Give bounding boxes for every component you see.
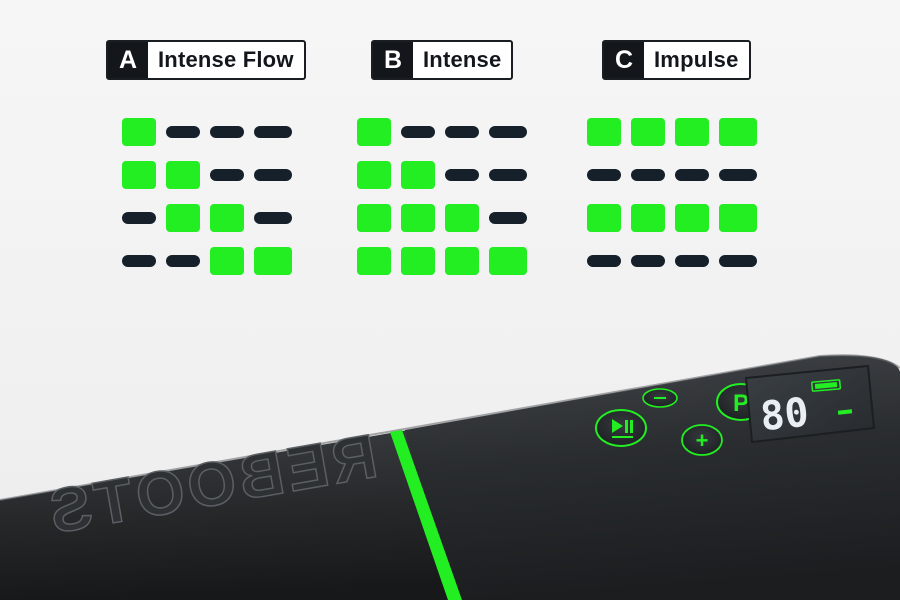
intensity-segment-off — [489, 126, 527, 138]
intensity-segment-on — [401, 161, 435, 189]
intensity-segment-on — [587, 204, 621, 232]
pattern-row-c-2 — [587, 161, 759, 189]
mode-tag-b: B Intense — [371, 40, 514, 80]
intensity-segment-off — [166, 255, 200, 267]
intensity-segment-on — [357, 247, 391, 275]
green-ring-stripe — [390, 430, 462, 600]
mode-label-b: Intense — [423, 47, 502, 72]
intensity-segment-off — [254, 169, 292, 181]
intensity-segment-on — [166, 161, 200, 189]
intensity-segment-on — [122, 161, 156, 189]
mode-tag-c: C Impulse — [602, 40, 751, 80]
pattern-grid-a — [122, 118, 294, 275]
plus-button: + — [681, 424, 723, 456]
pattern-row-b-1 — [357, 118, 529, 146]
intensity-segment-off — [445, 169, 479, 181]
intensity-segment-on — [357, 118, 391, 146]
display-digits: 08 — [758, 390, 811, 441]
intensity-segment-off — [445, 126, 479, 138]
intensity-segment-on — [445, 204, 479, 232]
intensity-segment-on — [675, 204, 709, 232]
pattern-row-a-4 — [122, 247, 294, 275]
intensity-segment-on — [675, 118, 709, 146]
play-pause-button — [595, 409, 647, 447]
intensity-segment-on — [489, 247, 527, 275]
mode-letter-a: A — [108, 42, 148, 78]
pattern-grid-b — [357, 118, 529, 275]
pattern-row-b-4 — [357, 247, 529, 275]
intensity-segment-on — [357, 204, 391, 232]
intensity-segment-off — [254, 212, 292, 224]
mode-letter-b: B — [373, 42, 413, 78]
pattern-row-b-3 — [357, 204, 529, 232]
pattern-grid-c — [587, 118, 759, 275]
intensity-segment-off — [122, 212, 156, 224]
intensity-segment-off — [166, 126, 200, 138]
mode-label-c: Impulse — [654, 47, 739, 72]
device-rear-section — [0, 428, 470, 600]
intensity-segment-off — [675, 255, 709, 267]
intensity-segment-off — [631, 255, 665, 267]
intensity-segment-on — [587, 118, 621, 146]
intensity-segment-off — [401, 126, 435, 138]
digital-display: 08 — [744, 364, 876, 444]
intensity-segment-on — [357, 161, 391, 189]
pattern-row-b-2 — [357, 161, 529, 189]
pattern-row-c-1 — [587, 118, 759, 146]
intensity-segment-off — [719, 169, 757, 181]
intensity-segment-on — [210, 204, 244, 232]
intensity-segment-on — [254, 247, 292, 275]
svg-text:+: + — [696, 428, 709, 453]
intensity-segment-off — [210, 169, 244, 181]
mode-label-a: Intense Flow — [158, 47, 294, 72]
pattern-row-a-1 — [122, 118, 294, 146]
mode-letter-c: C — [604, 42, 644, 78]
intensity-segment-off — [587, 255, 621, 267]
intensity-segment-off — [254, 126, 292, 138]
intensity-segment-off — [587, 169, 621, 181]
pattern-row-c-4 — [587, 247, 759, 275]
intensity-segment-on — [401, 204, 435, 232]
intensity-segment-off — [122, 255, 156, 267]
intensity-segment-on — [719, 118, 757, 146]
intensity-segment-on — [719, 204, 757, 232]
pattern-row-a-2 — [122, 161, 294, 189]
mode-tag-a: A Intense Flow — [106, 40, 306, 80]
intensity-segment-on — [631, 204, 665, 232]
intensity-segment-on — [401, 247, 435, 275]
intensity-segment-on — [166, 204, 200, 232]
svg-text:P: P — [733, 390, 749, 417]
intensity-segment-on — [445, 247, 479, 275]
pattern-row-c-3 — [587, 204, 759, 232]
intensity-segment-off — [489, 212, 527, 224]
intensity-segment-off — [719, 255, 757, 267]
intensity-segment-on — [122, 118, 156, 146]
intensity-segment-off — [675, 169, 709, 181]
intensity-segment-off — [489, 169, 527, 181]
intensity-segment-off — [631, 169, 665, 181]
pattern-row-a-3 — [122, 204, 294, 232]
minus-button — [642, 388, 678, 408]
intensity-segment-off — [210, 126, 244, 138]
intensity-segment-on — [210, 247, 244, 275]
intensity-segment-on — [631, 118, 665, 146]
